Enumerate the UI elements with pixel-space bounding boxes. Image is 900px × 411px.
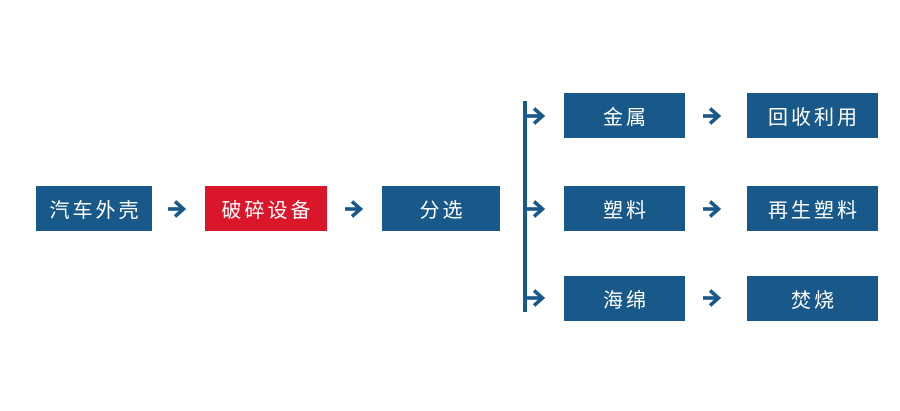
arrow-right-icon <box>702 106 724 126</box>
arrow-right-icon <box>526 288 548 308</box>
node-plastic: 塑料 <box>564 186 685 231</box>
arrow-right-icon <box>702 288 724 308</box>
node-crushing-equipment: 破碎设备 <box>205 186 327 231</box>
node-sponge: 海绵 <box>564 276 685 321</box>
arrow-right-icon <box>344 199 366 219</box>
node-recycling: 回收利用 <box>747 93 878 138</box>
node-incineration: 焚烧 <box>747 276 878 321</box>
branch-connector-line <box>523 101 527 312</box>
arrow-right-icon <box>526 199 548 219</box>
node-metal: 金属 <box>564 93 685 138</box>
node-sorting: 分选 <box>382 186 500 231</box>
arrow-right-icon <box>702 199 724 219</box>
arrow-right-icon <box>526 106 548 126</box>
node-car-shell: 汽车外壳 <box>36 186 152 231</box>
node-recycled-plastic: 再生塑料 <box>747 186 878 231</box>
arrow-right-icon <box>167 199 189 219</box>
